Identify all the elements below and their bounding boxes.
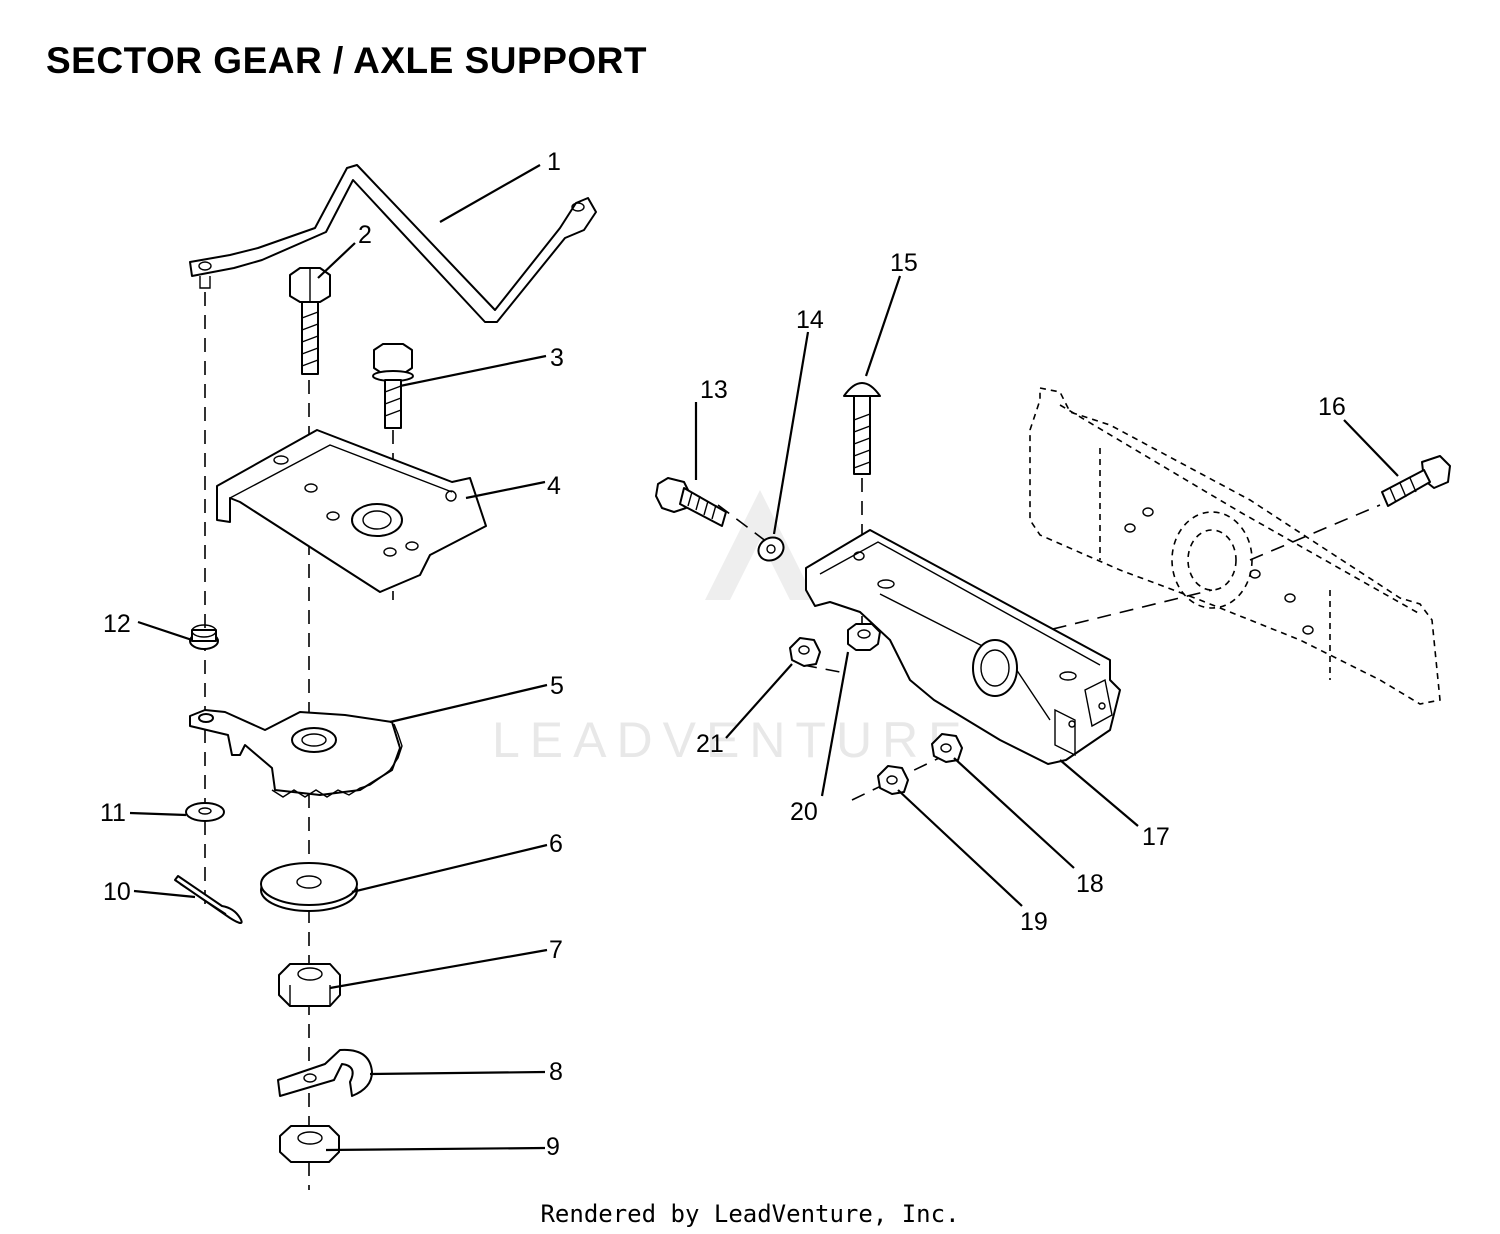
mounting-bracket [216, 429, 487, 593]
flange-nut-12 [189, 624, 219, 650]
callout-17: 17 [1142, 823, 1170, 851]
hex-nut-9 [279, 1125, 340, 1163]
hex-bolt-2 [289, 267, 331, 375]
callout-21: 21 [696, 730, 724, 758]
callout-12: 12 [103, 610, 131, 638]
callout-14: 14 [796, 306, 824, 334]
callout-18: 18 [1076, 870, 1104, 898]
carriage-bolt-15 [843, 382, 881, 475]
callout-9: 9 [546, 1133, 560, 1161]
callout-15: 15 [890, 249, 918, 277]
hex-nut-18 [931, 733, 963, 763]
sector-gear [189, 709, 403, 798]
hex-bolt-3 [372, 343, 414, 429]
callout-7: 7 [549, 936, 563, 964]
large-washer [260, 862, 358, 912]
page-title: SECTOR GEAR / AXLE SUPPORT [46, 40, 647, 81]
cotter-pin [174, 875, 243, 924]
hex-nut-7 [278, 963, 341, 1007]
callout-16: 16 [1318, 393, 1346, 421]
footer-credit: Rendered by LeadVenture, Inc. [540, 1200, 960, 1228]
callout-4: 4 [547, 472, 561, 500]
bolt-16-axis [1249, 504, 1381, 561]
hex-bolt-16 [1381, 455, 1451, 507]
callout-1: 1 [547, 148, 561, 176]
nut-21-axis [802, 664, 841, 673]
callout-2: 2 [358, 221, 372, 249]
callout-19: 19 [1020, 908, 1048, 936]
washer-11 [185, 802, 225, 822]
washer-14 [757, 536, 785, 562]
axle-support-bracket [805, 529, 1121, 765]
front-axle-ghost [1029, 387, 1441, 705]
hex-nut-21 [789, 637, 821, 667]
clip-bracket [277, 1048, 373, 1097]
hex-nut-19 [877, 765, 909, 795]
watermark: LEADVENTURE [492, 490, 972, 768]
callout-6: 6 [549, 830, 563, 858]
callout-11: 11 [100, 799, 126, 827]
callout-10: 10 [103, 878, 131, 906]
leader-lines [129, 164, 1399, 1152]
watermark-text: LEADVENTURE [492, 712, 972, 768]
hex-nut-20 [847, 623, 881, 651]
callout-3: 3 [550, 344, 564, 372]
callout-8: 8 [549, 1058, 563, 1086]
callout-13: 13 [700, 376, 728, 404]
callout-20: 20 [790, 798, 818, 826]
drag-link [189, 164, 597, 323]
hex-bolt-13 [655, 477, 727, 527]
callout-5: 5 [550, 672, 564, 700]
callout-numbers: 1 2 3 4 5 6 7 8 9 10 11 12 13 14 15 16 1… [100, 148, 1346, 1161]
